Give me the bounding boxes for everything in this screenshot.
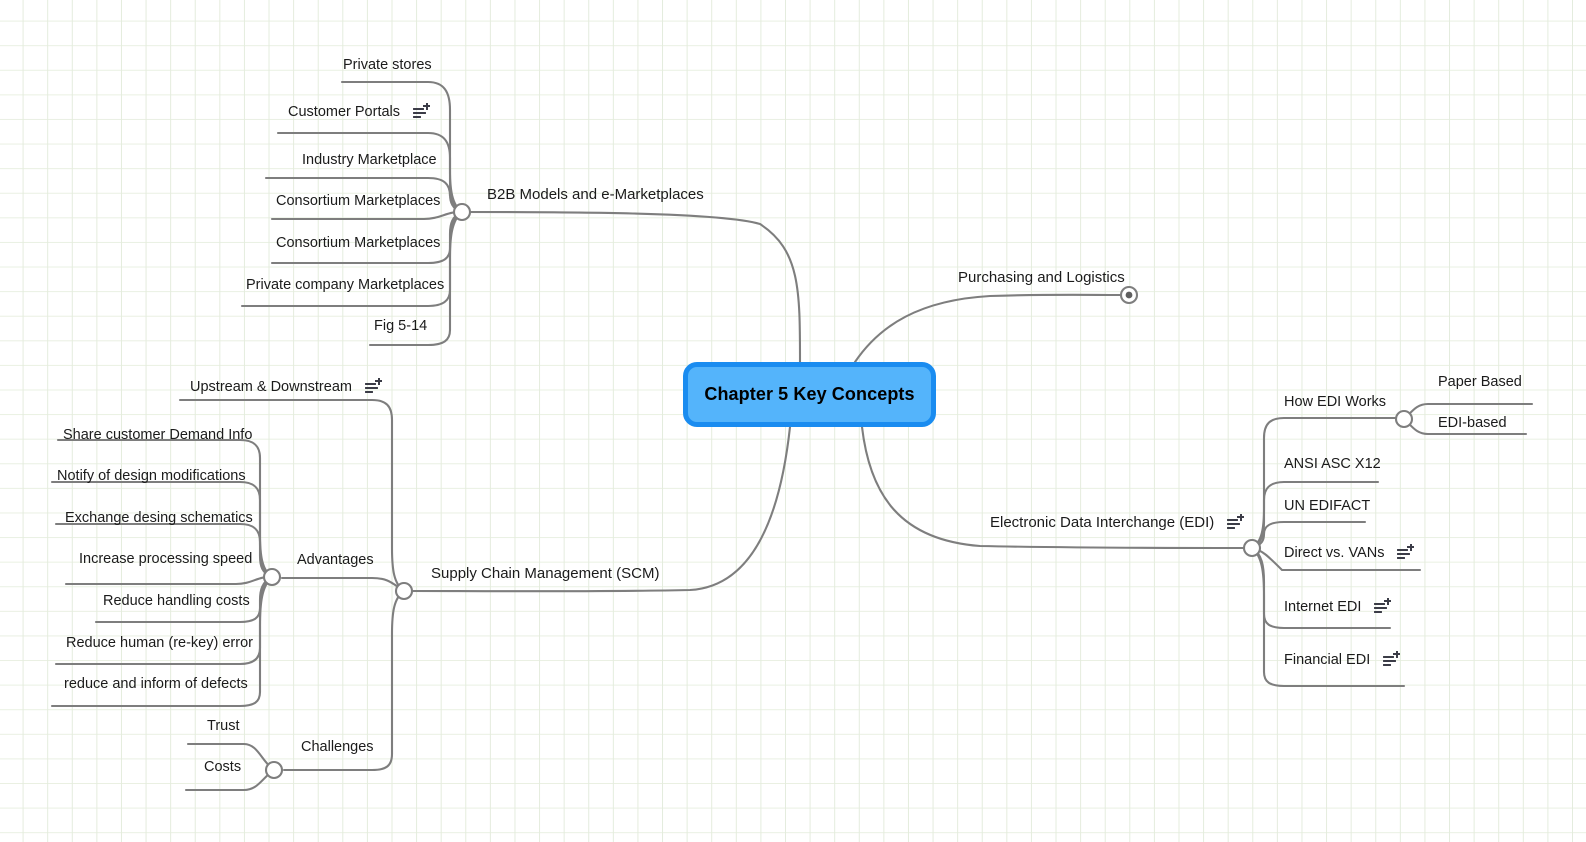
- node-customer-portals-text: Customer Portals: [288, 104, 401, 120]
- hub-how-edi-works: [1394, 409, 1414, 429]
- node-consortium-marketplaces-1[interactable]: Consortium Marketplaces: [276, 192, 440, 210]
- hub-scm: [394, 581, 414, 601]
- note-add-icon[interactable]: [1397, 543, 1415, 560]
- node-un-edifact-text: UN EDIFACT: [1284, 498, 1371, 514]
- node-private-stores[interactable]: Private stores: [343, 56, 432, 74]
- node-internet-edi[interactable]: Internet EDI: [1284, 597, 1392, 616]
- node-advantages-text: Advantages: [297, 552, 374, 568]
- note-add-icon[interactable]: [1227, 513, 1245, 530]
- node-direct-vs-vans-text: Direct vs. VANs: [1284, 545, 1385, 561]
- node-exchange-desing-schematics-text: Exchange desing schematics: [65, 510, 253, 526]
- branch-label-purchasing-text: Purchasing and Logistics: [958, 269, 1125, 286]
- node-consortium-marketplaces-2[interactable]: Consortium Marketplaces: [276, 234, 440, 252]
- branch-label-b2b-text: B2B Models and e-Marketplaces: [487, 186, 704, 203]
- node-edi-based-text: EDI-based: [1438, 415, 1507, 431]
- node-costs[interactable]: Costs: [204, 758, 241, 776]
- note-add-icon[interactable]: [364, 377, 382, 394]
- branch-label-edi-text: Electronic Data Interchange (EDI): [990, 514, 1215, 531]
- node-trust[interactable]: Trust: [207, 717, 240, 735]
- node-share-customer-demand-info-text: Share customer Demand Info: [63, 427, 253, 443]
- node-fig-5-14[interactable]: Fig 5-14: [374, 317, 427, 335]
- node-private-stores-text: Private stores: [343, 57, 432, 73]
- node-financial-edi-text: Financial EDI: [1284, 652, 1371, 668]
- node-increase-processing-speed-text: Increase processing speed: [79, 551, 253, 567]
- node-consortium-marketplaces-1-text: Consortium Marketplaces: [276, 193, 441, 209]
- root-node-label: Chapter 5 Key Concepts: [704, 384, 915, 404]
- hub-purchasing-collapsed-dot: [1125, 291, 1133, 299]
- hub-edi: [1242, 538, 1262, 558]
- node-reduce-and-inform-of-defects-text: reduce and inform of defects: [64, 676, 248, 692]
- node-paper-based-text: Paper Based: [1438, 374, 1522, 390]
- node-industry-marketplace-text: Industry Marketplace: [302, 152, 437, 168]
- node-exchange-desing-schematics[interactable]: Exchange desing schematics: [65, 509, 253, 527]
- node-fig-5-14-text: Fig 5-14: [374, 318, 428, 334]
- note-add-icon[interactable]: [413, 102, 431, 119]
- node-trust-text: Trust: [207, 718, 240, 734]
- node-reduce-human-error[interactable]: Reduce human (re-key) error: [66, 634, 253, 652]
- node-edi-based[interactable]: EDI-based: [1438, 414, 1507, 432]
- node-industry-marketplace[interactable]: Industry Marketplace: [302, 151, 437, 169]
- node-private-company-marketplaces[interactable]: Private company Marketplaces: [246, 276, 444, 294]
- node-costs-text: Costs: [204, 759, 242, 775]
- node-upstream-downstream-text: Upstream & Downstream: [190, 379, 352, 395]
- node-challenges[interactable]: Challenges: [301, 738, 374, 756]
- node-reduce-handling-costs[interactable]: Reduce handling costs: [103, 592, 250, 610]
- node-upstream-downstream[interactable]: Upstream & Downstream: [190, 377, 382, 396]
- node-financial-edi[interactable]: Financial EDI: [1284, 650, 1401, 669]
- note-add-icon[interactable]: [1383, 650, 1401, 667]
- node-un-edifact[interactable]: UN EDIFACT: [1284, 497, 1370, 515]
- node-internet-edi-text: Internet EDI: [1284, 599, 1362, 615]
- node-reduce-and-inform-of-defects[interactable]: reduce and inform of defects: [64, 675, 248, 693]
- node-increase-processing-speed[interactable]: Increase processing speed: [79, 550, 252, 568]
- node-ansi-asc-x12-text: ANSI ASC X12: [1284, 456, 1381, 472]
- node-how-edi-works-text: How EDI Works: [1284, 394, 1387, 410]
- branch-label-edi[interactable]: Electronic Data Interchange (EDI): [990, 513, 1245, 532]
- hub-challenges: [264, 760, 284, 780]
- node-challenges-text: Challenges: [301, 739, 374, 755]
- node-direct-vs-vans[interactable]: Direct vs. VANs: [1284, 543, 1415, 562]
- branch-label-purchasing[interactable]: Purchasing and Logistics: [958, 269, 1125, 287]
- hub-purchasing-collapsed: [1119, 285, 1139, 305]
- branch-label-scm-text: Supply Chain Management (SCM): [431, 565, 660, 582]
- note-add-icon[interactable]: [1374, 597, 1392, 614]
- node-reduce-handling-costs-text: Reduce handling costs: [103, 593, 250, 609]
- node-how-edi-works[interactable]: How EDI Works: [1284, 393, 1386, 411]
- hub-b2b: [452, 202, 472, 222]
- hub-advantages: [262, 567, 282, 587]
- root-node[interactable]: Chapter 5 Key Concepts: [683, 362, 936, 427]
- node-customer-portals[interactable]: Customer Portals: [288, 102, 431, 121]
- branch-label-scm[interactable]: Supply Chain Management (SCM): [431, 565, 659, 583]
- node-notify-of-design-modifications[interactable]: Notify of design modifications: [57, 467, 246, 485]
- node-advantages[interactable]: Advantages: [297, 551, 374, 569]
- branch-label-b2b[interactable]: B2B Models and e-Marketplaces: [487, 186, 704, 204]
- node-notify-of-design-modifications-text: Notify of design modifications: [57, 468, 246, 484]
- node-reduce-human-error-text: Reduce human (re-key) error: [66, 635, 253, 651]
- node-share-customer-demand-info[interactable]: Share customer Demand Info: [63, 426, 252, 444]
- node-consortium-marketplaces-2-text: Consortium Marketplaces: [276, 235, 441, 251]
- node-paper-based[interactable]: Paper Based: [1438, 373, 1522, 391]
- node-private-company-marketplaces-text: Private company Marketplaces: [246, 277, 445, 293]
- node-ansi-asc-x12[interactable]: ANSI ASC X12: [1284, 455, 1381, 473]
